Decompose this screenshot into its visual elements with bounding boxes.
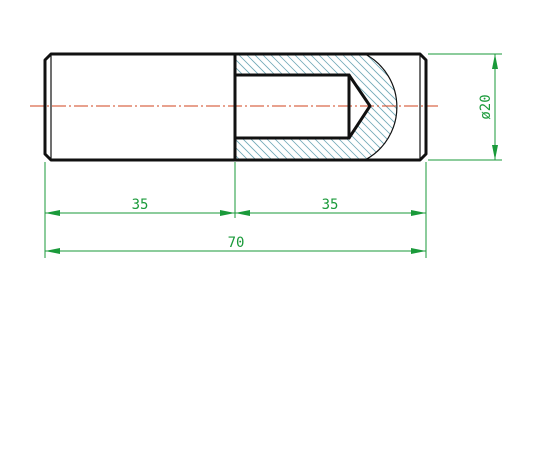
hatch-line [235,54,267,160]
hatch-line [311,54,397,160]
hatch-line [391,54,397,160]
right-length-label: 35 [322,197,339,213]
hatch-line [335,54,397,160]
extension-lines [44,53,502,258]
hatch-line [235,54,251,160]
dimension-total-length [45,248,426,254]
break-arc [364,53,398,161]
dimension-diameter [492,54,498,160]
dimension-right-length [235,210,426,216]
dimension-left-length [45,210,235,216]
hatch-line [319,54,397,160]
bore-outline [233,73,372,140]
hatch-line [351,54,397,160]
diameter-label: ø20 [478,94,494,119]
hatch-line [235,54,291,160]
hatch-line [343,54,397,160]
hatch-line [327,54,397,160]
hatch-line [235,54,275,160]
left-length-label: 35 [132,197,149,213]
hatch-line [235,54,299,160]
hatch-line [235,54,283,160]
total-length-label: 70 [228,235,245,251]
hatch-line [456,40,544,170]
